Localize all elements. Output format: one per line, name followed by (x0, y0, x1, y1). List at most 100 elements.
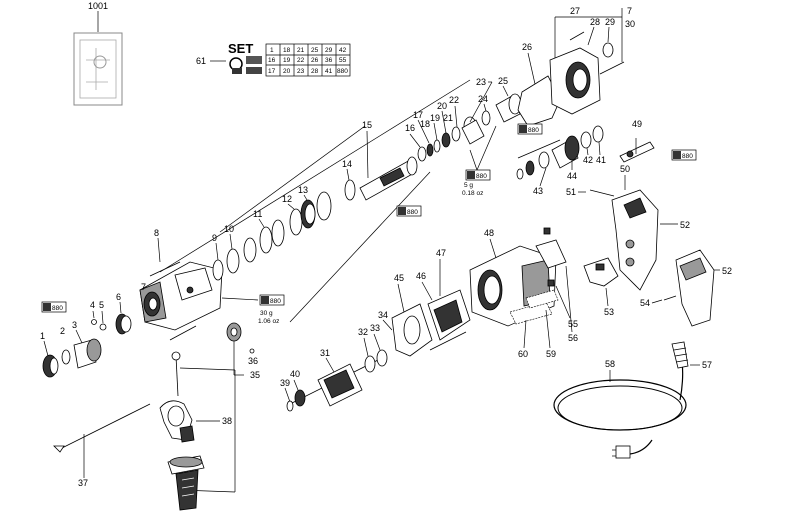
handle-half-left (611, 189, 659, 291)
callout-30: 30 (625, 19, 635, 29)
set-cell: 18 (283, 47, 291, 54)
callout-20: 20 (437, 101, 447, 111)
callout-21: 21 (443, 113, 453, 123)
depth-gauge-37 (53, 403, 151, 453)
callout-56: 56 (568, 333, 578, 343)
tag-label: 880 (52, 305, 63, 312)
callout-23: 23 (476, 77, 486, 87)
callout-32: 32 (358, 327, 368, 337)
callout-6: 6 (116, 292, 121, 302)
set-cell: 26 (311, 57, 319, 64)
callout-7b: 7 (627, 6, 632, 16)
callout-53: 53 (604, 307, 614, 317)
set-cell: 17 (268, 68, 276, 75)
sleeve-parts (461, 93, 522, 145)
clutch-assembly (516, 125, 604, 180)
callout-54: 54 (640, 298, 650, 308)
set-cell: 29 (325, 47, 333, 54)
callout-46: 46 (416, 271, 426, 281)
callout-1: 1 (40, 331, 45, 341)
set-cell: 19 (283, 57, 291, 64)
switch-lever-49 (619, 138, 655, 163)
callout-3: 3 (72, 320, 77, 330)
set-cell: 20 (283, 68, 291, 75)
callout-38: 38 (222, 416, 232, 426)
callout-19: 19 (430, 113, 440, 123)
tag-label: 880 (270, 298, 281, 305)
callout-5: 5 (99, 300, 104, 310)
grease-qty-g: 5 g (464, 182, 473, 189)
gasket-26 (517, 75, 561, 127)
set-cell: 55 (339, 57, 347, 64)
stator-46 (427, 289, 471, 341)
switch-53 (583, 257, 619, 287)
callout-24: 24 (478, 94, 488, 104)
callout-61: 61 (196, 56, 206, 66)
callout-37: 37 (78, 478, 88, 488)
callout-59: 59 (546, 349, 556, 359)
callout-9: 9 (212, 233, 217, 243)
set-cell: 23 (297, 68, 305, 75)
grease-tag-880: 880 (396, 205, 422, 217)
callout-33: 33 (370, 323, 380, 333)
callout-41: 41 (596, 155, 606, 165)
gear-housing-27 (549, 47, 601, 115)
front-housing (139, 261, 223, 331)
callout-57: 57 (702, 360, 712, 370)
callout-4: 4 (90, 300, 95, 310)
set-table: SET 1 18 21 25 29 42 16 19 22 26 36 55 1… (228, 41, 351, 77)
depth-stop-rod (171, 351, 181, 397)
tag-label: 880 (407, 209, 418, 216)
grease-qty-oz: 0.18 oz (462, 190, 483, 197)
callout-52b: 52 (722, 266, 732, 276)
callout-51: 51 (566, 187, 576, 197)
set-cell: 22 (297, 57, 305, 64)
tag-label: 880 (682, 153, 693, 160)
callout-34: 34 (378, 310, 388, 320)
callout-13: 13 (298, 185, 308, 195)
handle-half-right (675, 249, 715, 327)
screw-icon (232, 68, 242, 74)
callout-8: 8 (154, 228, 159, 238)
callout-48: 48 (484, 228, 494, 238)
callout-25: 25 (498, 76, 508, 86)
callout-16: 16 (405, 123, 415, 133)
set-cell: 880 (337, 68, 348, 75)
part-5 (99, 323, 107, 331)
callout-42: 42 (583, 155, 593, 165)
part-2 (61, 349, 71, 365)
tag-label: 880 (528, 127, 539, 134)
bolt-icon (246, 56, 262, 64)
set-cell: 1 (270, 47, 274, 54)
callout-31: 31 (320, 348, 330, 358)
callout-29: 29 (605, 17, 615, 27)
tag-label: 880 (476, 173, 487, 180)
callout-40: 40 (290, 369, 300, 379)
set-cell: 42 (339, 47, 347, 54)
part-4 (91, 319, 97, 325)
cord-protector-57 (671, 341, 689, 369)
grease-tag-880: 880 (41, 301, 67, 313)
grease-tag-880: 880 (671, 149, 697, 161)
set-cell: 25 (311, 47, 319, 54)
ring-series (212, 179, 356, 281)
callout-2: 2 (60, 326, 65, 336)
callout-39: 39 (280, 378, 290, 388)
callout-50: 50 (620, 164, 630, 174)
spindle (359, 156, 418, 201)
set-cell: 28 (311, 68, 319, 75)
set-cell: 41 (325, 68, 333, 75)
callout-52a: 52 (680, 220, 690, 230)
grease-note-5g: 880 5 g 0.18 oz (462, 125, 497, 197)
part-35 (226, 322, 242, 342)
callout-18: 18 (420, 119, 430, 129)
set-cell: 16 (268, 57, 276, 64)
callout-26: 26 (522, 42, 532, 52)
side-handle-clamp (159, 400, 195, 443)
manual-thumbnail (73, 32, 123, 106)
callout-14: 14 (342, 159, 352, 169)
grease-qty-g: 30 g (260, 310, 273, 317)
set-cell: 36 (325, 57, 333, 64)
callout-27: 27 (570, 6, 580, 16)
callout-36: 36 (248, 356, 258, 366)
